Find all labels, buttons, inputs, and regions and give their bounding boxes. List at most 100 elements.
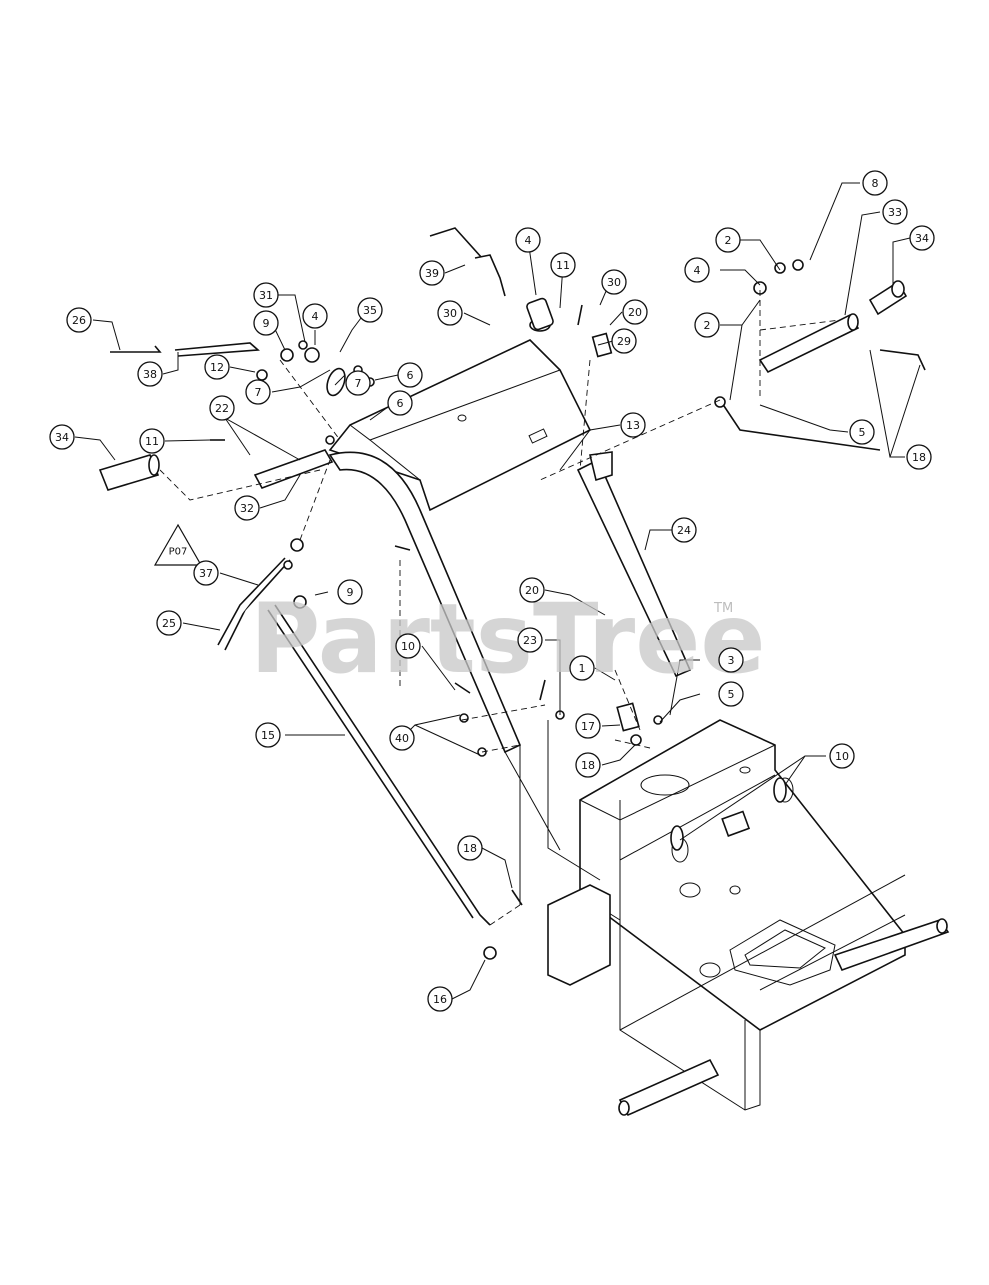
- callout-circle: [395, 633, 421, 659]
- callout-number: 12: [210, 361, 224, 374]
- callout-15: 15: [255, 722, 281, 748]
- callout-9: 9: [253, 310, 279, 336]
- callout-12: 12: [204, 354, 230, 380]
- callout-circle: [337, 579, 363, 605]
- callout-22: 22: [209, 395, 235, 421]
- callout-31: 31: [253, 282, 279, 308]
- callout-circle: [204, 354, 230, 380]
- callout-5: 5: [849, 419, 875, 445]
- callout-circle: [345, 370, 371, 396]
- callout-11: 11: [550, 252, 576, 278]
- callout-circle: [906, 444, 932, 470]
- callout-circle: [909, 225, 935, 251]
- callout-29: 29: [611, 328, 637, 354]
- callout-number: 18: [581, 759, 595, 772]
- callout-number: 33: [888, 206, 902, 219]
- callout-number: 23: [523, 634, 537, 647]
- callout-circle: [255, 722, 281, 748]
- callout-number: 40: [395, 732, 409, 745]
- callout-circle: [569, 655, 595, 681]
- callout-number: 29: [617, 335, 631, 348]
- callout-number: 18: [463, 842, 477, 855]
- callout-37: 37: [193, 560, 219, 586]
- callout-circle: [715, 227, 741, 253]
- callout-number: 38: [143, 368, 157, 381]
- callout-circle: [253, 310, 279, 336]
- callout-number: 20: [525, 584, 539, 597]
- callout-circle: [671, 517, 697, 543]
- callout-circle: [357, 297, 383, 323]
- callout-4: 4: [302, 303, 328, 329]
- callout-number: 34: [915, 232, 929, 245]
- callout-number: 9: [263, 317, 270, 330]
- callout-circle: [882, 199, 908, 225]
- callout-circle: [389, 725, 415, 751]
- callout-32: 32: [234, 495, 260, 521]
- callout-26: 26: [66, 307, 92, 333]
- callout-circle: [427, 986, 453, 1012]
- callout-circle: [829, 743, 855, 769]
- callout-circle: [387, 390, 413, 416]
- assembly-lines: [159, 290, 841, 926]
- callout-number: 24: [677, 524, 691, 537]
- callout-number: 16: [433, 993, 447, 1006]
- callout-circle: [209, 395, 235, 421]
- note-symbol-label: P07: [169, 547, 188, 558]
- callout-number: 31: [259, 289, 273, 302]
- callout-18: 18: [575, 752, 601, 778]
- callout-3: 3: [718, 647, 744, 673]
- chassis-frame: [547, 719, 950, 1117]
- callout-4: 4: [515, 227, 541, 253]
- watermark-trademark: TM: [713, 601, 733, 616]
- callout-circle: [620, 412, 646, 438]
- callout-circle: [601, 269, 627, 295]
- callout-35: 35: [357, 297, 383, 323]
- callout-34: 34: [909, 225, 935, 251]
- callout-7: 7: [345, 370, 371, 396]
- callout-6: 6: [397, 362, 423, 388]
- callout-1: 1: [569, 655, 595, 681]
- leader-lines: [74, 182, 921, 1000]
- callout-number: 15: [261, 729, 275, 742]
- callout-10: 10: [395, 633, 421, 659]
- callout-10: 10: [829, 743, 855, 769]
- callout-number: 5: [728, 688, 735, 701]
- callout-30: 30: [601, 269, 627, 295]
- callout-circle: [622, 299, 648, 325]
- callout-circle: [397, 362, 423, 388]
- callout-circle: [193, 560, 219, 586]
- callout-circle: [718, 647, 744, 673]
- watermark: PartsTree TM: [250, 583, 765, 695]
- callout-circle: [49, 424, 75, 450]
- callout-circle: [253, 282, 279, 308]
- callout-40: 40: [389, 725, 415, 751]
- callout-circle: [139, 428, 165, 454]
- callout-number: 13: [626, 419, 640, 432]
- callout-number: 11: [145, 435, 159, 448]
- callout-circle: [517, 627, 543, 653]
- callout-circle: [245, 379, 271, 405]
- callout-number: 6: [407, 369, 414, 382]
- callout-30: 30: [437, 300, 463, 326]
- callout-number: 32: [240, 502, 254, 515]
- callout-number: 8: [872, 177, 879, 190]
- callout-number: 25: [162, 617, 176, 630]
- callout-number: 2: [725, 234, 732, 247]
- callout-number: 5: [859, 426, 866, 439]
- callout-circle: [575, 752, 601, 778]
- callout-number: 2: [704, 319, 711, 332]
- callout-circle: [550, 252, 576, 278]
- callout-6: 6: [387, 390, 413, 416]
- callout-33: 33: [882, 199, 908, 225]
- callout-18: 18: [457, 835, 483, 861]
- callout-number: 35: [363, 304, 377, 317]
- hardware: [210, 227, 804, 960]
- callout-number: 30: [607, 276, 621, 289]
- callout-circle: [718, 681, 744, 707]
- callout-18: 18: [906, 444, 932, 470]
- callout-number: 39: [425, 267, 439, 280]
- callout-circle: [575, 713, 601, 739]
- callout-number: 34: [55, 431, 69, 444]
- callout-25: 25: [156, 610, 182, 636]
- callout-17: 17: [575, 713, 601, 739]
